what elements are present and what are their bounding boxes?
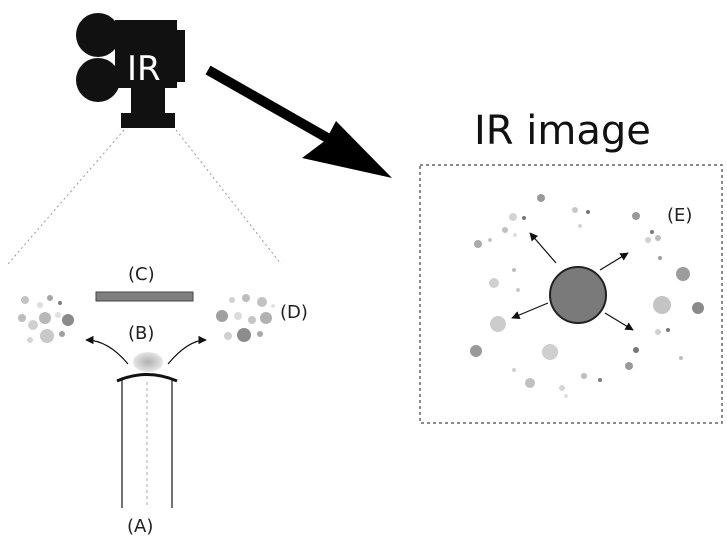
particle	[632, 212, 640, 220]
particle	[21, 296, 29, 304]
particle	[513, 233, 517, 237]
camera-label: IR	[127, 49, 161, 89]
particle	[62, 314, 74, 326]
particle	[658, 256, 662, 260]
particle	[655, 329, 661, 335]
particle	[564, 394, 568, 398]
particle	[39, 312, 51, 324]
particle	[598, 378, 602, 382]
particle	[59, 331, 65, 337]
particle	[27, 337, 33, 343]
particle	[655, 235, 661, 241]
particle	[489, 278, 499, 288]
label-c: (C)	[128, 264, 155, 285]
particle	[47, 295, 53, 301]
particle	[488, 238, 492, 242]
particle	[242, 294, 250, 302]
particle	[525, 378, 535, 388]
particle	[28, 320, 38, 330]
particle	[692, 302, 704, 314]
particle	[537, 194, 545, 202]
particle	[260, 312, 272, 324]
particle	[522, 216, 526, 220]
particle	[653, 296, 671, 314]
eject-arrow-left	[85, 335, 129, 365]
particle	[512, 268, 516, 272]
particle	[625, 362, 633, 370]
particle	[509, 213, 517, 221]
particle	[581, 373, 587, 379]
particle	[474, 240, 482, 248]
particle	[666, 328, 670, 332]
particle	[55, 312, 61, 318]
ir-image-frame	[419, 164, 723, 424]
hot-spot-b	[133, 352, 163, 372]
particle	[37, 302, 43, 308]
particle	[248, 316, 256, 324]
particle	[502, 227, 508, 233]
eject-arrow-right	[167, 335, 207, 365]
particle	[40, 329, 54, 343]
ir-hot-spot	[549, 266, 607, 324]
particle	[572, 207, 578, 213]
particle	[18, 314, 26, 322]
fov-line-right	[175, 129, 282, 265]
particle-cloud-right	[216, 294, 275, 342]
particle	[490, 316, 506, 332]
label-b: (B)	[128, 323, 154, 344]
particle	[559, 385, 565, 391]
big-arrow	[205, 65, 392, 178]
label-d: (D)	[280, 302, 308, 323]
particle	[676, 267, 690, 281]
particle	[257, 297, 267, 307]
particle	[645, 237, 651, 243]
particle	[650, 230, 654, 234]
particle	[633, 347, 639, 353]
particle	[58, 301, 62, 305]
particle	[512, 368, 516, 372]
particle	[516, 288, 520, 292]
ir-camera-icon: IR	[76, 13, 185, 128]
plate-c	[95, 291, 194, 302]
particle	[271, 304, 275, 308]
tube-a	[116, 373, 178, 508]
label-a: (A)	[127, 516, 153, 537]
fov-line-left	[7, 129, 125, 265]
label-e: (E)	[667, 205, 692, 226]
ir-image-particles	[470, 194, 704, 398]
particle	[224, 332, 232, 340]
particle	[257, 331, 263, 337]
particle	[586, 210, 590, 214]
particle	[237, 328, 251, 342]
particle	[679, 356, 683, 360]
particle	[216, 310, 228, 322]
particle	[578, 224, 582, 228]
particle-cloud-left	[18, 295, 74, 343]
particle	[234, 312, 242, 320]
particle	[542, 344, 558, 360]
particle	[229, 297, 235, 303]
ir-image-title: IR image	[474, 108, 651, 154]
radial-arrows	[511, 232, 634, 331]
particle	[470, 345, 482, 357]
